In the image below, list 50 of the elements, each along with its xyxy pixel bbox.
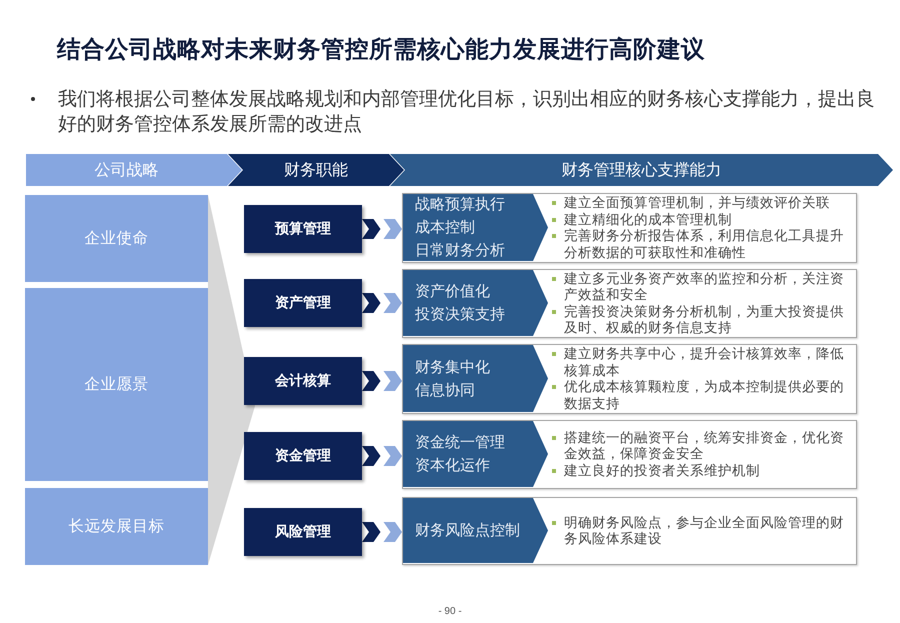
chevron-label: 资产价值化: [415, 282, 491, 302]
function-box: 资产管理: [244, 279, 362, 327]
bullet-text: 建立良好的投资者关系维护机制: [564, 462, 761, 480]
chevron-label: 财务风险点控制: [415, 521, 520, 541]
double-chevron-arrow: [362, 446, 402, 466]
shading-triangle: [208, 195, 256, 566]
chevron-label: 成本控制: [415, 218, 476, 238]
capability-box: [402, 344, 857, 414]
column-header: 财务管理核心支撑能力: [390, 154, 893, 186]
chevron-banner: [403, 194, 548, 261]
double-chevron-arrow: [362, 522, 402, 542]
chevron-label: 资金统一管理: [415, 433, 505, 453]
bullet-text: 搭建统一的融资平台，统筹安排资金，优化资金效益，保障资金安全: [564, 430, 845, 463]
double-chevron-arrow: [362, 293, 402, 313]
bullet-text: 明确财务风险点，参与企业全面风险管理的财务风险体系建设: [564, 514, 845, 548]
bullet-text: 建立财务共享中心，提升会计核算效率，降低核算成本: [564, 346, 845, 379]
chevron-label: 财务集中化: [415, 358, 490, 378]
function-box: 资金管理: [244, 432, 362, 480]
bullet-text: 完善财务分析报告体系，利用信息化工具提升分析数据的可获取性和准确性: [564, 228, 845, 261]
chevron-banner: [403, 345, 548, 412]
chevron-label: 资本化运作: [415, 456, 491, 476]
chevron-banner: [403, 421, 548, 487]
bullet-text: 建立精细化的成本管理机制: [564, 212, 733, 228]
bullet-text: 完善投资决策财务分析机制，为重大投资提供及时、权威的财务信息支持: [564, 304, 845, 336]
double-chevron-arrow: [362, 371, 402, 391]
category-box: 企业使命: [25, 195, 208, 282]
page-number: - 90 -: [437, 605, 463, 619]
bullet-text: 优化成本核算颗粒度，为成本控制提供必要的数据支持: [564, 379, 845, 412]
chevron-label: 信息协同: [415, 380, 476, 400]
chevron-banner: [403, 270, 548, 336]
column-header: 财务职能: [228, 154, 404, 186]
column-header: 公司战略: [26, 154, 242, 186]
chevron-label: 投资决策支持: [415, 305, 505, 325]
capability-box: [402, 497, 857, 565]
double-chevron-arrow: [362, 219, 402, 239]
chevron-banner: [403, 498, 548, 563]
function-box: 预算管理: [244, 205, 362, 253]
capability-box: [402, 193, 857, 263]
bullet-text: 建立多元业务资产效率的监控和分析，关注资产效益和安全: [564, 270, 845, 304]
title: 结合公司战略对未来财务管控所需核心能力发展进行高阶建议: [57, 35, 705, 64]
category-box: 长远发展目标: [25, 488, 208, 565]
capability-box: [402, 420, 857, 489]
category-box: 企业愿景: [25, 288, 208, 481]
capability-box: [402, 269, 857, 338]
function-box: 会计核算: [244, 357, 362, 405]
chevron-label: 日常财务分析: [415, 241, 505, 261]
intro-text: 我们将根据公司整体发展战略规划和内部管理优化目标，识别出相应的财务核心支撑能力，提出良好的财务管控体系发展所需的改进点: [58, 87, 876, 136]
function-box: 风险管理: [244, 508, 362, 556]
bullet-text: 建立全面预算管理机制，并与绩效评价关联: [564, 195, 831, 212]
chevron-label: 战略预算执行: [415, 195, 505, 215]
